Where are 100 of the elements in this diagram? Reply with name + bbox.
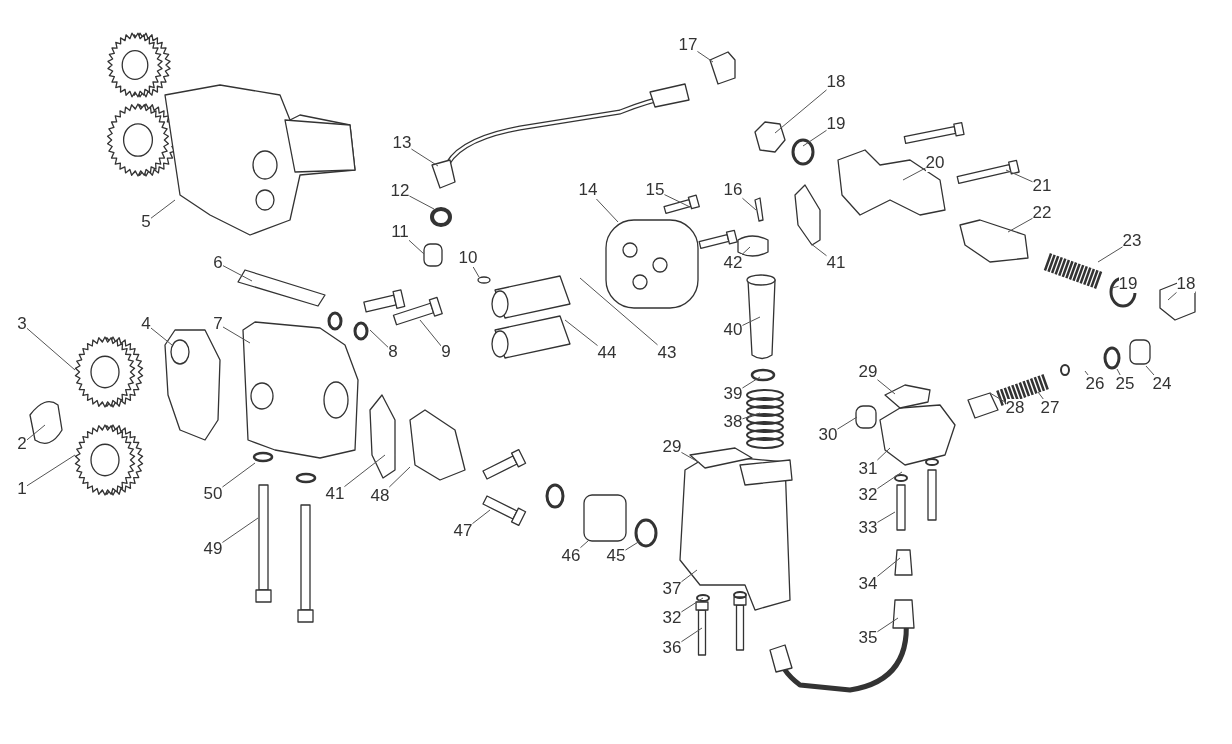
callout-number: 29 — [858, 363, 878, 381]
callout-number: 26 — [1085, 375, 1105, 393]
leader-line — [802, 129, 828, 147]
callout-number: 20 — [925, 154, 945, 172]
callout-number: 15 — [645, 181, 665, 199]
callout-number: 1 — [17, 480, 27, 498]
leader-line — [222, 265, 253, 282]
leader-line — [741, 412, 761, 420]
callout-number: 12 — [390, 182, 410, 200]
leader-line — [876, 471, 903, 490]
leader-line — [408, 195, 435, 210]
leader-line — [222, 326, 251, 344]
leader-line — [150, 199, 176, 219]
callout-number: 45 — [606, 547, 626, 565]
leader-line — [741, 316, 761, 326]
callout-number: 41 — [325, 485, 345, 503]
leader-line — [989, 392, 1007, 403]
callout-number: 32 — [662, 609, 682, 627]
leader-line — [419, 319, 442, 347]
leader-line — [150, 327, 173, 346]
leader-line — [876, 557, 901, 577]
callout-number: 36 — [662, 639, 682, 657]
callout-number: 16 — [723, 181, 743, 199]
callout-number: 30 — [818, 426, 838, 444]
callout-number: 35 — [858, 629, 878, 647]
leader-line — [26, 424, 46, 441]
callout-number: 27 — [1040, 399, 1060, 417]
leader-line — [1037, 391, 1044, 400]
callout-number: 3 — [17, 315, 27, 333]
leader-line — [26, 327, 76, 371]
callout-number: 46 — [561, 547, 581, 565]
leader-line — [680, 597, 704, 613]
leader-line — [1097, 246, 1124, 263]
callout-number: 38 — [723, 413, 743, 431]
callout-number: 42 — [723, 254, 743, 272]
leader-line — [1116, 368, 1121, 376]
leader-line — [369, 329, 389, 348]
callout-number: 24 — [1152, 375, 1172, 393]
callout-number: 21 — [1032, 177, 1052, 195]
leader-line — [471, 509, 491, 525]
callout-number: 33 — [858, 519, 878, 537]
leader-line — [579, 540, 589, 549]
callout-number: 44 — [597, 344, 617, 362]
callout-number: 5 — [141, 213, 151, 231]
leader-line — [408, 239, 425, 255]
leader-line — [1167, 291, 1178, 301]
callout-number: 31 — [858, 460, 878, 478]
leader-line — [741, 376, 761, 389]
leader-line — [1007, 217, 1034, 233]
leader-line — [1145, 365, 1155, 376]
callout-number: 14 — [578, 181, 598, 199]
callout-number: 32 — [858, 486, 878, 504]
callout-number: 13 — [392, 134, 412, 152]
leader-line — [876, 617, 899, 633]
leader-line — [680, 627, 703, 643]
callout-number: 11 — [391, 223, 409, 241]
callout-number: 49 — [203, 540, 223, 558]
callout-number: 2 — [17, 435, 27, 453]
leader-line — [1084, 370, 1089, 376]
leader-line — [1005, 169, 1034, 183]
callout-number: 40 — [723, 321, 743, 339]
callout-number: 7 — [213, 315, 223, 333]
leader-line — [741, 197, 757, 211]
callout-number: 50 — [203, 485, 223, 503]
leader-line — [663, 194, 691, 208]
leader-line — [595, 198, 619, 223]
leader-line — [680, 569, 698, 583]
callout-number: 17 — [678, 36, 698, 54]
callout-number: 18 — [1176, 275, 1196, 293]
leader-line — [388, 466, 411, 488]
leader-line — [809, 242, 828, 257]
leader-line — [876, 447, 891, 461]
callout-number: 10 — [458, 249, 478, 267]
callout-number: 43 — [657, 344, 677, 362]
callout-number: 8 — [388, 343, 398, 361]
callout-number: 48 — [370, 487, 390, 505]
callout-number: 22 — [1032, 204, 1052, 222]
leader-line — [410, 148, 439, 167]
callout-number: 39 — [723, 385, 743, 403]
leader-line — [579, 277, 659, 346]
callout-number: 29 — [662, 438, 682, 456]
leader-line — [26, 454, 76, 487]
callout-number: 25 — [1115, 375, 1135, 393]
callout-number: 18 — [826, 73, 846, 91]
callout-number: 9 — [441, 343, 451, 361]
leader-line — [902, 167, 927, 181]
callout-number: 23 — [1122, 232, 1142, 250]
callout-number: 19 — [826, 115, 846, 133]
callout-number: 28 — [1005, 399, 1025, 417]
callout-number: 6 — [213, 254, 223, 272]
leader-line — [774, 89, 828, 134]
leader-line — [472, 266, 480, 278]
leader-line — [876, 511, 896, 523]
leader-line — [696, 50, 714, 63]
leader-line — [741, 246, 751, 255]
callout-number: 41 — [826, 254, 846, 272]
leader-line — [564, 319, 599, 347]
leader-line — [343, 454, 386, 488]
leader-line — [836, 416, 858, 430]
leader-line — [680, 451, 701, 464]
